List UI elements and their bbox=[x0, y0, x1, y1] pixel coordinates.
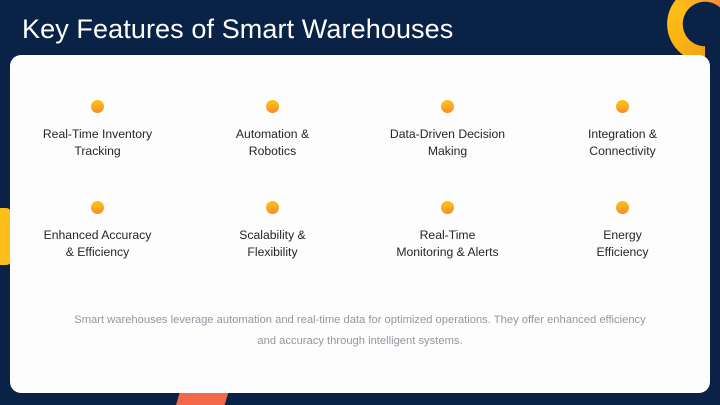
feature-label: Real-Time Monitoring & Alerts bbox=[396, 228, 499, 259]
feature-item-enhanced-accuracy-efficiency[interactable]: Enhanced Accuracy & Efficiency bbox=[10, 201, 185, 260]
feature-row: Real-Time Inventory Tracking Automation … bbox=[10, 100, 710, 159]
bullet-dot-icon bbox=[91, 100, 104, 113]
feature-item-real-time-monitoring-alerts[interactable]: Real-Time Monitoring & Alerts bbox=[360, 201, 535, 260]
feature-item-energy-efficiency[interactable]: Energy Efficiency bbox=[535, 201, 710, 260]
bullet-dot-icon bbox=[441, 100, 454, 113]
feature-label: Energy Efficiency bbox=[596, 228, 649, 259]
bullet-dot-icon bbox=[441, 201, 454, 214]
bullet-dot-icon bbox=[616, 100, 629, 113]
ring-arc-decoration-icon bbox=[667, 0, 720, 62]
feature-item-integration-connectivity[interactable]: Integration & Connectivity bbox=[535, 100, 710, 159]
bullet-dot-icon bbox=[91, 201, 104, 214]
feature-item-automation-robotics[interactable]: Automation & Robotics bbox=[185, 100, 360, 159]
summary-paragraph: Smart warehouses leverage automation and… bbox=[74, 314, 646, 347]
feature-label: Scalability & Flexibility bbox=[239, 228, 306, 259]
feature-label: Automation & Robotics bbox=[235, 127, 310, 158]
features-grid: Real-Time Inventory Tracking Automation … bbox=[10, 55, 710, 260]
feature-row: Enhanced Accuracy & Efficiency Scalabili… bbox=[10, 201, 710, 260]
feature-label: Data-Driven Decision Making bbox=[389, 127, 506, 158]
page-title: Key Features of Smart Warehouses bbox=[22, 14, 454, 44]
content-card: Real-Time Inventory Tracking Automation … bbox=[10, 55, 710, 393]
feature-label: Real-Time Inventory Tracking bbox=[42, 127, 153, 158]
feature-label: Enhanced Accuracy & Efficiency bbox=[43, 228, 152, 259]
bullet-dot-icon bbox=[266, 201, 279, 214]
feature-label: Integration & Connectivity bbox=[587, 127, 658, 158]
half-circle-decoration-icon bbox=[0, 208, 12, 265]
feature-item-scalability-flexibility[interactable]: Scalability & Flexibility bbox=[185, 201, 360, 260]
bullet-dot-icon bbox=[266, 100, 279, 113]
feature-item-real-time-inventory-tracking[interactable]: Real-Time Inventory Tracking bbox=[10, 100, 185, 159]
bullet-dot-icon bbox=[616, 201, 629, 214]
feature-item-data-driven-decision-making[interactable]: Data-Driven Decision Making bbox=[360, 100, 535, 159]
